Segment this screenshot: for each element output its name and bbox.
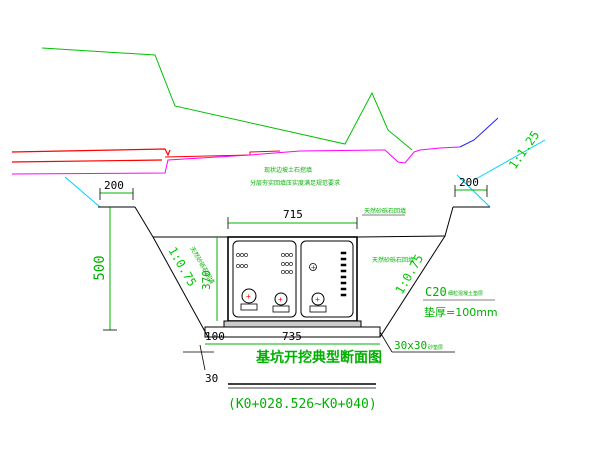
dim-100-text: 100 — [205, 330, 225, 343]
culvert-outer — [227, 236, 358, 322]
slope-upper-right: 1:1.25 — [506, 128, 542, 172]
pipe-left-2: + — [272, 292, 290, 313]
cable-brackets-right — [340, 251, 347, 297]
dim-30-leader — [199, 344, 206, 371]
note-right-side: 天然砂砾石回填 — [372, 256, 414, 264]
dim-right-200-text: 200 — [459, 176, 479, 189]
slope-line-upper-right-cyan — [473, 139, 546, 181]
road-line-blue — [459, 117, 499, 148]
cushion-leader — [379, 331, 393, 353]
note-center-line2: 分层夯实回填压实度满足规范要求 — [250, 179, 340, 187]
dim-left-200-text: 200 — [104, 179, 124, 192]
note-right-top: 天然砂砾石回填 — [364, 207, 406, 215]
culvert-left-cell — [232, 240, 297, 318]
drawing-title: 基坑开挖典型断面图 — [256, 349, 382, 366]
dim-370-text: 370 — [200, 270, 213, 290]
cable-brackets-left — [236, 253, 293, 274]
road-line-red-mid — [164, 150, 281, 158]
pipe-right: + — [309, 292, 327, 313]
note-c20: C20 — [425, 285, 447, 299]
cushion-text: 30x30 — [394, 339, 427, 352]
drawing-range: (K0+028.526~K0+040) — [228, 397, 377, 412]
culvert-right-cell — [300, 240, 354, 318]
dim-30-text: 30 — [205, 372, 218, 385]
note-thickness: 垫厚=100mm — [424, 305, 498, 319]
pipe-right-mark: + — [315, 295, 320, 304]
road-line-red-lower — [11, 159, 163, 163]
cushion-note: 砂垫层 — [428, 344, 443, 351]
road-line-red-upper — [11, 148, 171, 157]
note-c20-rest: 细粒混凝土垫层 — [448, 290, 483, 297]
note-center-line1: 现状边坡土石挖填 — [264, 166, 312, 174]
culvert-base-slab — [223, 320, 362, 328]
pipe-small: + — [309, 263, 317, 272]
dim-735-text: 735 — [282, 330, 302, 343]
dim-715-text: 715 — [283, 208, 303, 221]
existing-ground-line — [41, 47, 413, 151]
pipe-left-1-mark: + — [246, 292, 251, 301]
pipe-small-mark: + — [311, 263, 316, 272]
excavation-top-right — [356, 235, 446, 238]
road-line-magenta — [11, 146, 461, 175]
dim-500-text: 500 — [92, 255, 108, 280]
slope-line-left-cyan — [64, 176, 101, 208]
pipe-left-2-mark: + — [278, 295, 283, 304]
slope-line-right-cyan — [456, 174, 491, 208]
pipe-left-1: + — [240, 288, 258, 311]
